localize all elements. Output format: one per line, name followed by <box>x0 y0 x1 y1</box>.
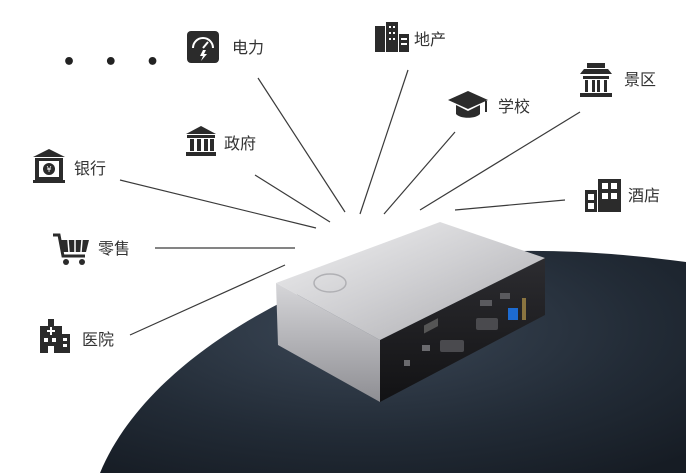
line-hotel <box>454 199 566 211</box>
label-real-estate: 地产 <box>414 30 447 49</box>
label-retail: 零售 <box>98 239 131 258</box>
shopping-cart-icon <box>52 232 92 268</box>
label-scenic: 景区 <box>624 70 657 89</box>
label-hospital: 医院 <box>82 330 115 349</box>
pavilion-icon <box>578 62 614 98</box>
more-dots: • • • <box>62 50 170 75</box>
government-building-icon <box>184 124 218 158</box>
hospital-icon <box>38 318 72 354</box>
line-government <box>254 174 331 223</box>
line-real-estate <box>359 69 409 215</box>
line-hospital <box>129 264 286 336</box>
line-power <box>257 77 346 213</box>
label-government: 政府 <box>224 134 257 153</box>
buildings-icon <box>374 22 410 52</box>
hotel-building-icon <box>584 178 622 212</box>
label-power: 电力 <box>232 38 265 57</box>
svg-text:¥: ¥ <box>46 165 51 174</box>
label-bank: 银行 <box>74 159 107 178</box>
power-meter-icon <box>186 30 220 64</box>
graduation-cap-icon <box>446 88 490 122</box>
line-school <box>383 131 456 215</box>
mini-pc-device <box>276 222 545 402</box>
line-scenic <box>419 111 581 211</box>
label-hotel: 酒店 <box>628 186 661 205</box>
line-bank <box>119 179 317 229</box>
connector-lines <box>119 69 581 336</box>
label-school: 学校 <box>498 97 531 116</box>
bank-yen-icon: ¥ <box>32 148 66 184</box>
